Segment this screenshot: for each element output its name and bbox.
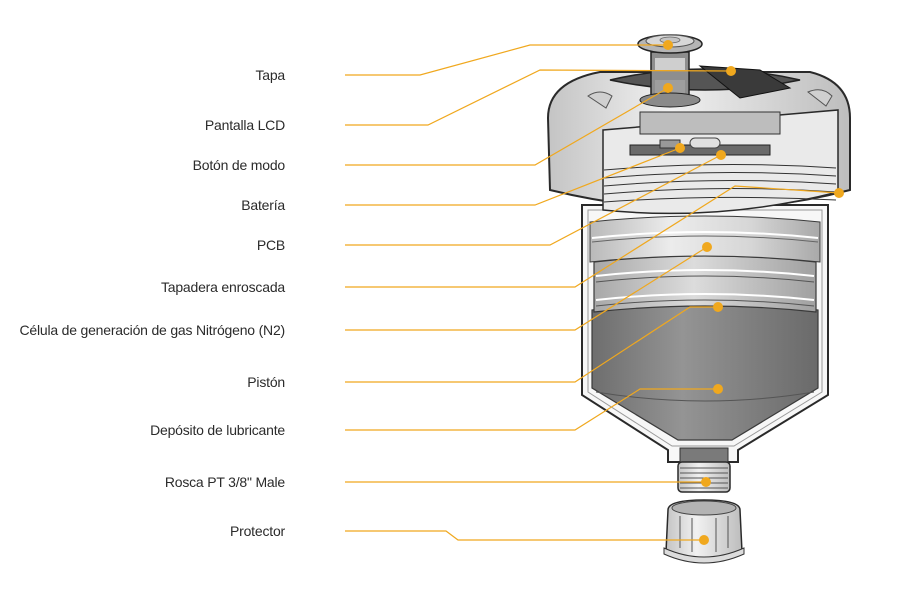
leader-boton-modo [345, 87, 669, 166]
leader-pcb [345, 154, 722, 246]
dot-piston [713, 302, 723, 312]
label-pantalla-lcd: Pantalla LCD [204, 117, 285, 133]
pcb-assembly [629, 111, 781, 156]
dot-pantalla-lcd [726, 66, 736, 76]
leader-lines [345, 44, 840, 541]
label-tapadera-enroscada: Tapadera enroscada [160, 279, 285, 295]
label-pcb: PCB [256, 237, 285, 253]
leader-protector [345, 530, 704, 541]
callout-dots [663, 40, 844, 545]
label-boton-modo: Botón de modo [192, 157, 286, 173]
dot-bateria [675, 143, 685, 153]
dot-tapadera [834, 188, 844, 198]
dot-tapa [663, 40, 673, 50]
protector-cap [663, 499, 745, 564]
dot-deposito [713, 384, 723, 394]
label-tapa: Tapa [255, 67, 285, 83]
dot-protector [699, 535, 709, 545]
leader-celula [345, 246, 708, 331]
leader-pantalla-lcd [345, 69, 732, 126]
leader-bateria [345, 147, 681, 206]
thread-nozzle [677, 447, 731, 493]
piston [593, 255, 817, 313]
leader-deposito [345, 388, 718, 431]
label-celula-gas: Célula de generación de gas Nitrógeno (N… [19, 322, 285, 338]
leader-piston [345, 306, 718, 383]
dot-celula [702, 242, 712, 252]
dot-boton-modo [663, 83, 673, 93]
gas-cell [589, 215, 821, 263]
leader-tapadera [345, 185, 840, 288]
label-piston: Pistón [247, 374, 285, 390]
label-bateria: Batería [241, 197, 285, 213]
dot-pcb [716, 150, 726, 160]
label-deposito-lubricante: Depósito de lubricante [150, 422, 285, 438]
label-rosca: Rosca PT 3/8" Male [164, 474, 285, 490]
dot-rosca [701, 477, 711, 487]
label-protector: Protector [230, 523, 285, 539]
leader-tapa [345, 44, 668, 76]
